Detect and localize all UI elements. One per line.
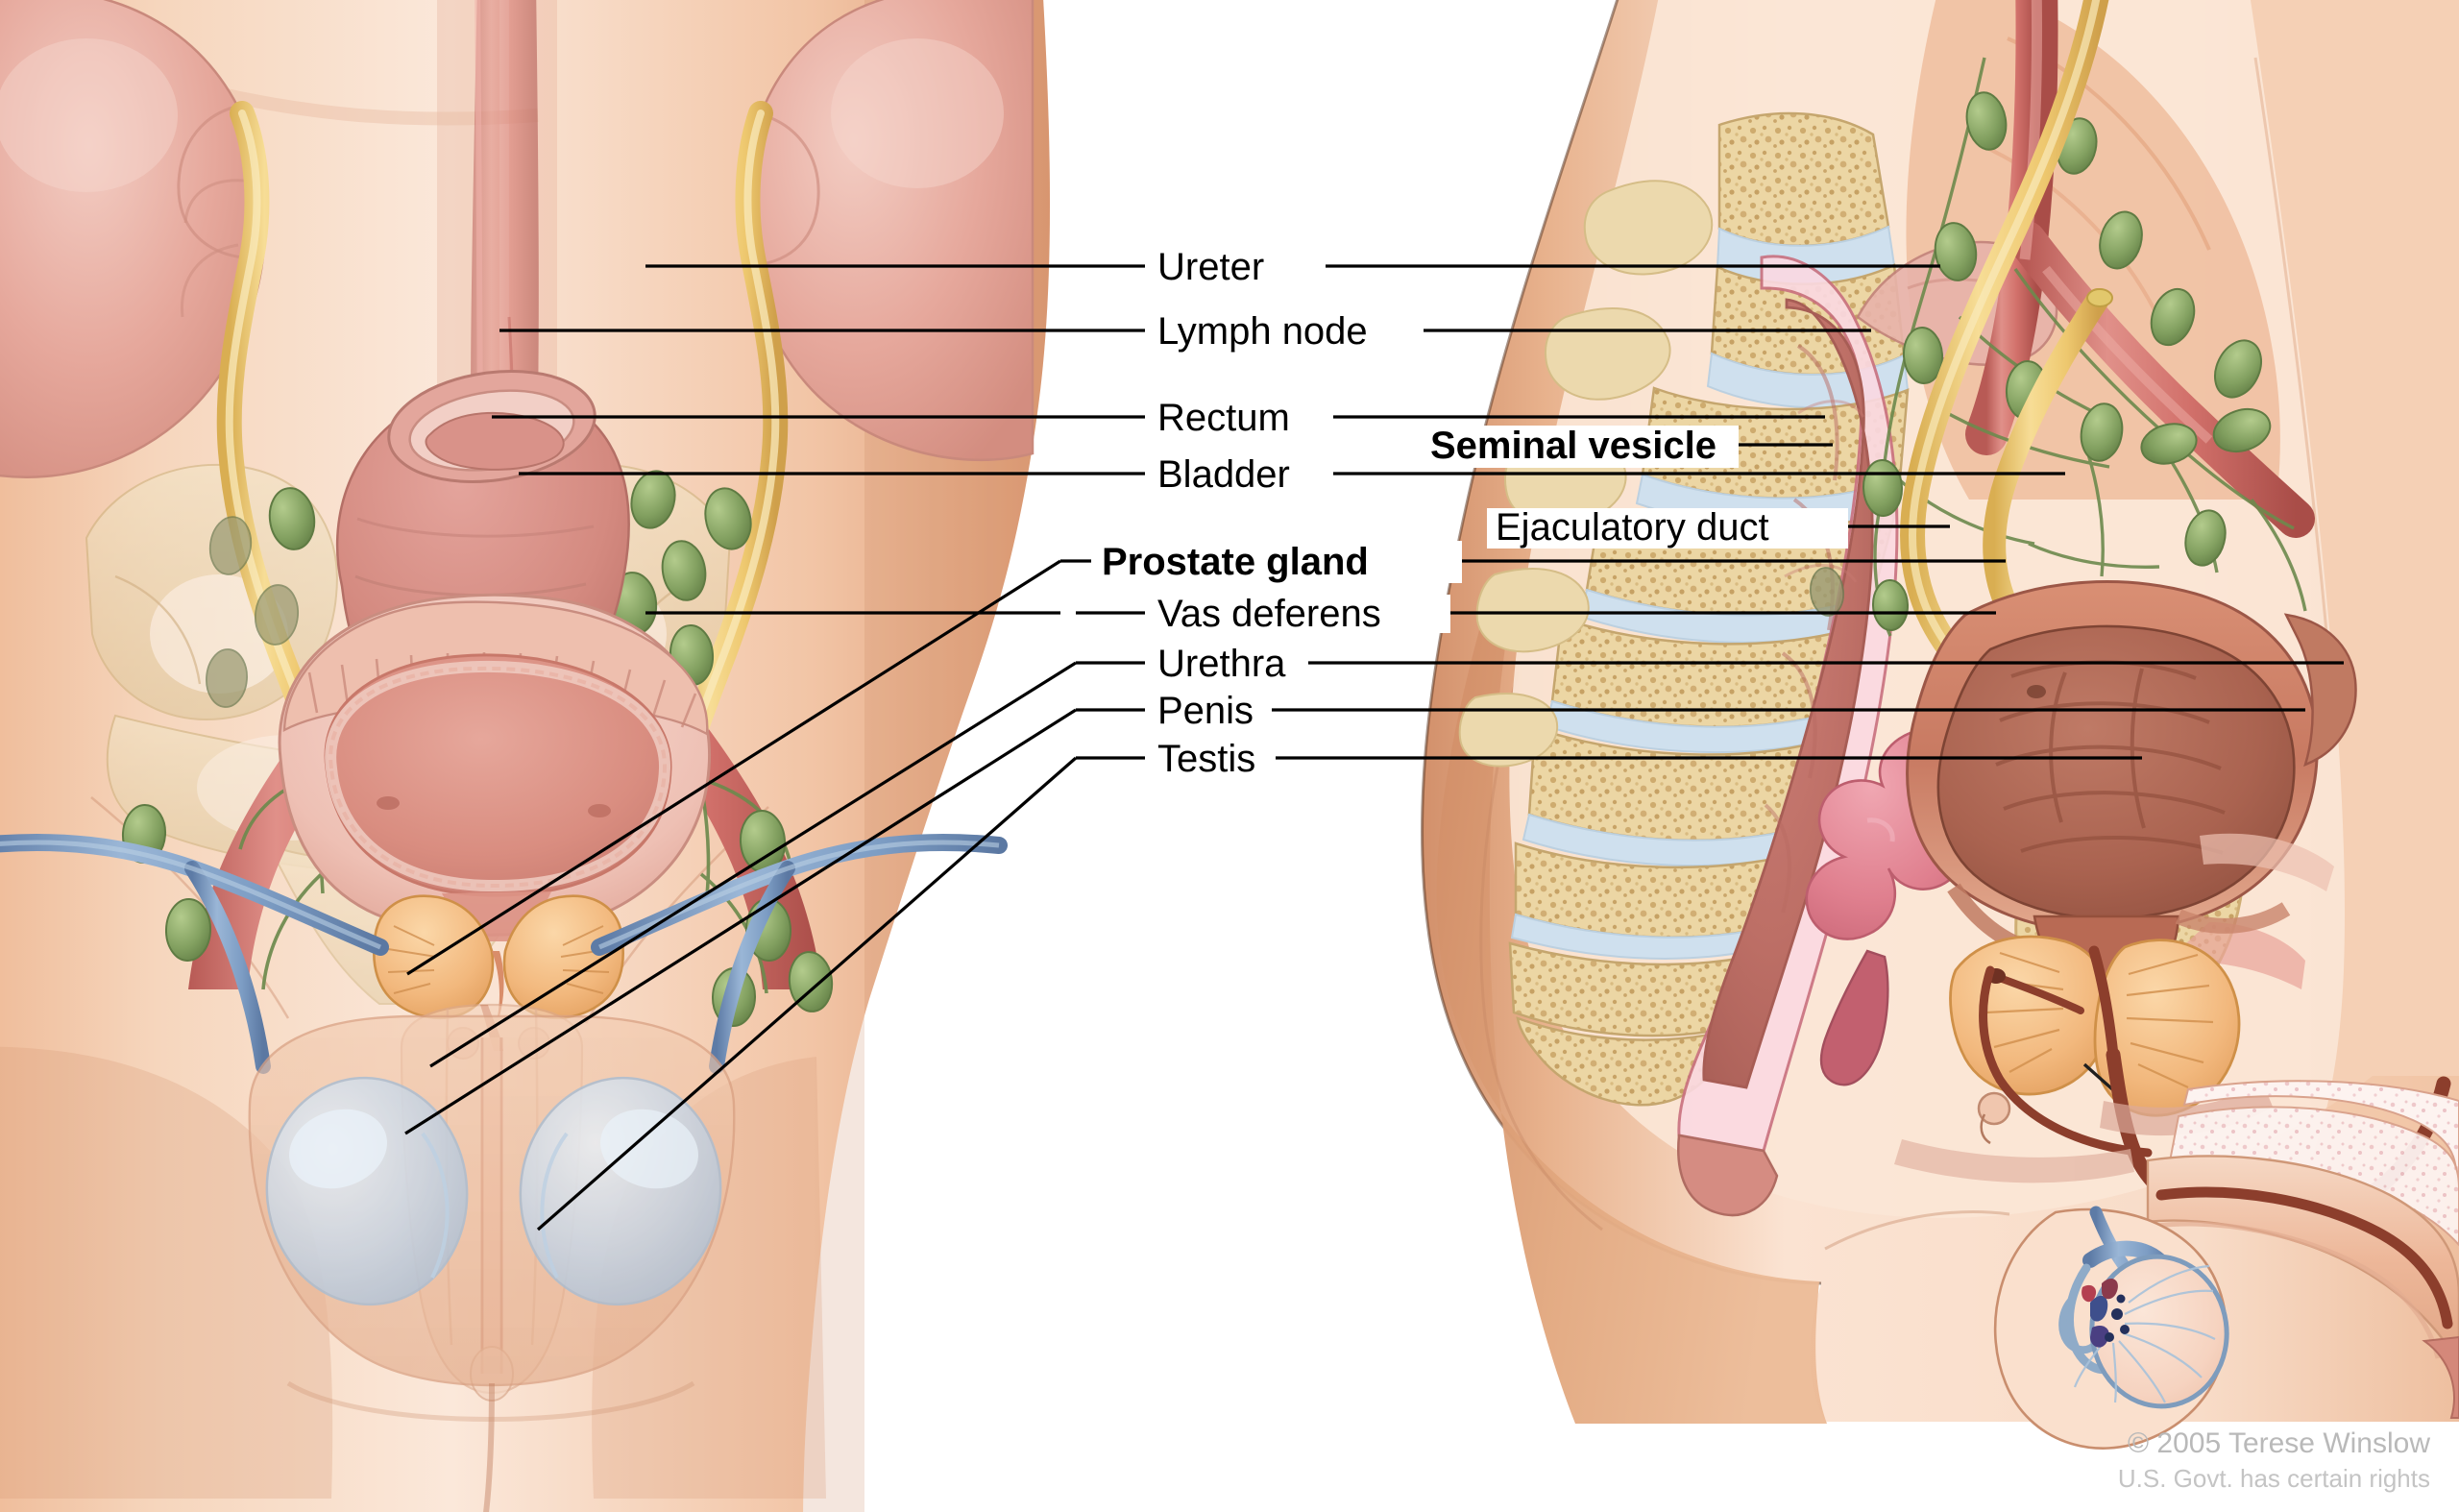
label-texts-front: Ureter Lymph node Rectum Bladder Prostat… [1102,246,1769,780]
label-lymph-node-front: Lymph node [1157,310,1368,353]
pointers-left-figure [404,264,1078,1232]
label-layer: Ureter Lymph node Rectum Bladder Prostat… [404,246,2344,1232]
credit-block: © 2005 Terese Winslow U.S. Govt. has cer… [2118,1427,2430,1493]
copyright-line: © 2005 Terese Winslow [2128,1427,2430,1459]
testis-vessels [2082,1278,2130,1348]
kidney-left [0,0,267,478]
buttock-mass [1436,596,1827,1424]
thigh-shadow-left [0,1046,333,1499]
label-prostate-gland-front: Prostate gland [1102,541,1369,583]
buttock-shading [1479,671,1603,1232]
label-text-knockout [1091,248,1848,778]
label-seminal-vesicle-front: Seminal vesicle [1430,425,1716,467]
lymph-nodes-sagittal [1809,91,2272,631]
vas-deferens-sagittal [1977,965,2153,1158]
abdominal-muscle-sheet [2165,922,2305,989]
label-vas-deferens-front: Vas deferens [1157,593,1381,635]
abdominal-wall-front [2250,0,2459,1182]
label-rectum-front: Rectum [1157,397,1290,439]
rights-line: U.S. Govt. has certain rights [2118,1464,2430,1493]
label-ejaculatory-duct-front: Ejaculatory duct [1496,506,1769,549]
bladder-anterior [278,593,712,941]
label-ureter-front: Ureter [1157,246,1264,288]
panel-sagittal-view [1420,0,2459,1450]
rectum-sagittal [1677,240,2058,1217]
scrotum-sagittal [1993,1206,2229,1450]
leader-lines-left [1060,264,1145,760]
scrotum-anterior [248,1014,736,1512]
ureter-right [662,101,789,816]
label-bladder-front: Bladder [1157,453,1290,496]
label-penis-front: Penis [1157,690,1254,732]
cowper-gland [1977,1091,2011,1126]
vas-deferens-anterior [0,834,1008,1074]
label-urethra-front: Urethra [1157,643,1286,685]
kidney-right [743,0,1035,462]
perineum-outline [1824,1210,2010,1251]
pointers-right-figure [1262,264,2344,760]
label-testis-front: Testis [1157,738,1255,780]
groin-crease-left [90,796,290,1019]
inner-leader-lines [1729,443,1950,528]
penis-sagittal [2146,1080,2459,1419]
